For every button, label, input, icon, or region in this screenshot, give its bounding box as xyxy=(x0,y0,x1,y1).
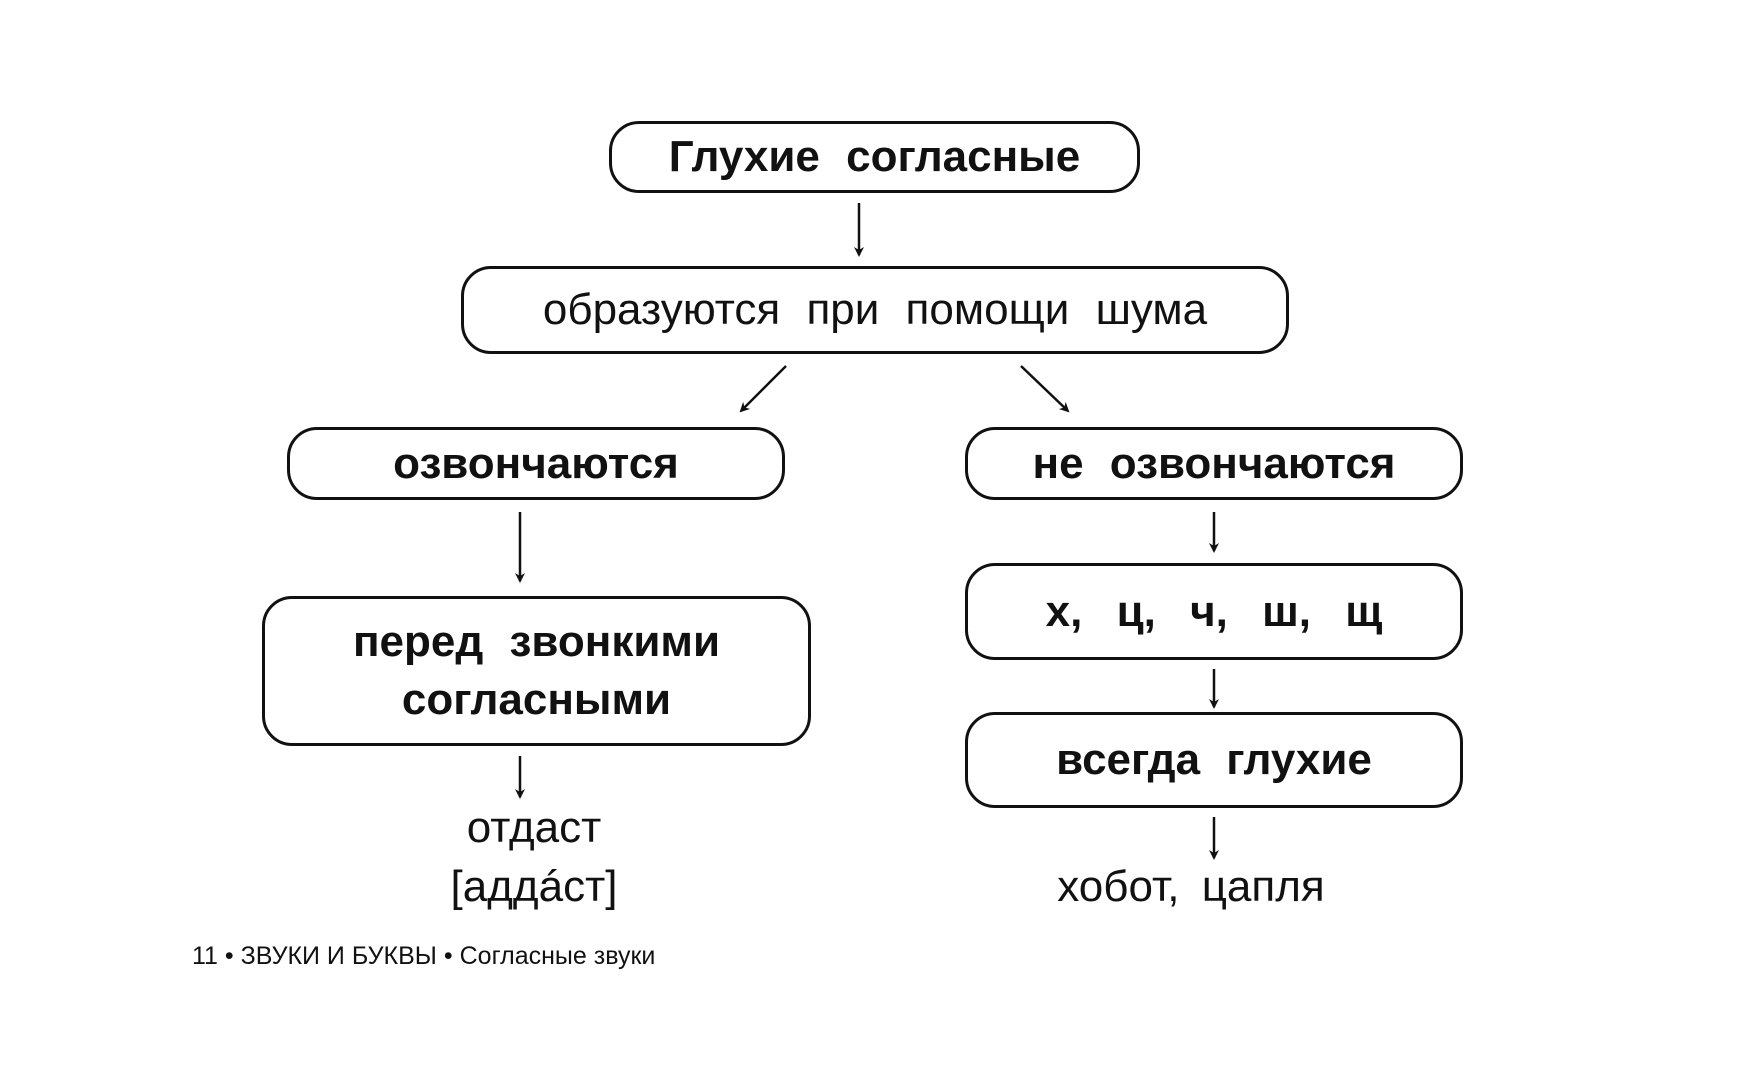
condition-line-2: согласными xyxy=(401,675,672,724)
right-example: хобот, цапля xyxy=(1057,862,1325,911)
section-title: ЗВУКИ И БУКВЫ xyxy=(240,942,437,970)
topic-title: Согласные звуки xyxy=(459,942,656,970)
left-example-word: отдаст xyxy=(466,803,602,852)
condition-line-1: перед звонкими xyxy=(352,617,720,666)
left-branch-label: озвончаются xyxy=(393,438,679,488)
arrow-definition-to-right xyxy=(1020,365,1070,413)
letters-node: х, ц, ч, ш, щ xyxy=(965,563,1463,660)
page-footer: 11 • ЗВУКИ И БУКВЫ • Согласные звуки xyxy=(192,942,655,971)
left-branch-node: озвончаются xyxy=(287,427,785,500)
condition-node: перед звонкими согласными xyxy=(262,596,811,746)
left-example-transcription: [аддáст] xyxy=(450,862,618,911)
definition-label: образуются при помощи шума xyxy=(542,285,1208,334)
definition-node: образуются при помощи шума xyxy=(461,266,1289,354)
page-number: 11 xyxy=(192,942,218,970)
right-branch-label: не озвончаются xyxy=(1032,438,1396,488)
root-node: Глухие согласные xyxy=(609,121,1140,193)
letters-label: х, ц, ч, ш, щ xyxy=(1045,586,1383,636)
footer-separator: • xyxy=(224,942,234,970)
rule-node: всегда глухие xyxy=(965,712,1463,808)
arrow-definition-to-left xyxy=(739,365,787,413)
root-label: Глухие согласные xyxy=(668,132,1081,181)
footer-separator: • xyxy=(443,942,453,970)
right-branch-node: не озвончаются xyxy=(965,427,1463,500)
rule-label: всегда глухие xyxy=(1056,735,1372,784)
